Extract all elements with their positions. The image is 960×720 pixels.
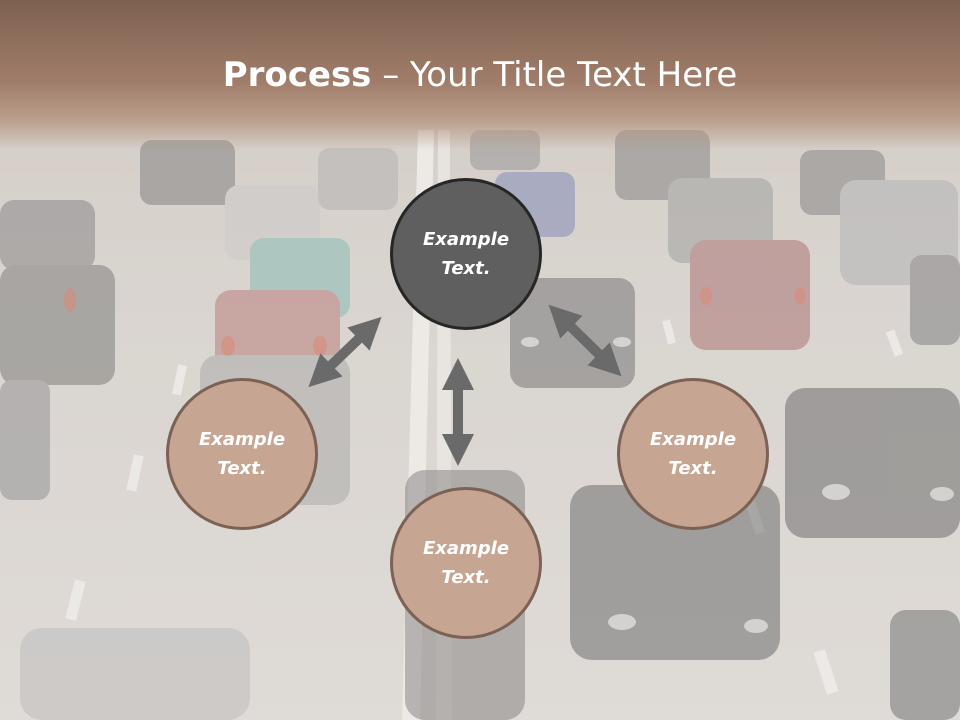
- arrow-top-left: [308, 316, 382, 388]
- page-title: Process – Your Title Text Here: [0, 52, 960, 98]
- node-right: Example Text.: [617, 378, 769, 530]
- node-bottom-label: Example Text.: [422, 538, 510, 588]
- node-left: Example Text.: [166, 378, 318, 530]
- title-rest: – Your Title Text Here: [371, 55, 738, 95]
- node-left-label: Example Text.: [198, 429, 286, 479]
- arrow-top-right: [548, 304, 622, 377]
- node-right-label: Example Text.: [649, 429, 737, 479]
- node-bottom: Example Text.: [390, 487, 542, 639]
- node-top: Example Text.: [390, 178, 542, 330]
- node-top-label: Example Text.: [422, 229, 510, 279]
- title-bold: Process: [222, 55, 372, 95]
- title-band: [0, 0, 960, 150]
